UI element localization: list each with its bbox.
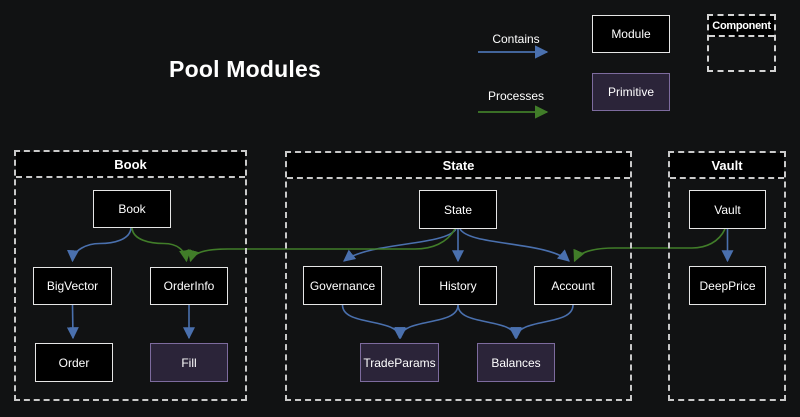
node-order: Order <box>35 343 113 382</box>
node-balances-label: Balances <box>491 355 541 370</box>
node-history-label: History <box>439 278 477 293</box>
page-title: Pool Modules <box>169 56 321 82</box>
container-book-title: Book <box>16 152 245 178</box>
container-state-title: State <box>287 153 630 179</box>
node-bigvector: BigVector <box>33 267 112 305</box>
node-orderinfo: OrderInfo <box>150 267 228 305</box>
legend-module-label: Module <box>611 27 651 41</box>
node-book-label: Book <box>118 202 146 216</box>
legend-contains-label: Contains <box>492 32 540 46</box>
node-governance-label: Governance <box>309 278 376 293</box>
node-history: History <box>419 266 497 305</box>
container-vault: Vault <box>668 151 786 401</box>
node-tradeparams: TradeParams <box>360 343 439 382</box>
node-account: Account <box>534 266 612 305</box>
legend-component-container: Component <box>707 14 776 72</box>
legend-component-label: Component <box>709 16 774 37</box>
node-fill: Fill <box>150 343 228 382</box>
container-book: Book <box>14 150 247 401</box>
node-vault-label: Vault <box>714 202 741 217</box>
node-state-label: State <box>443 202 473 217</box>
node-deepprice: DeepPrice <box>689 266 766 305</box>
legend-processes-label: Processes <box>487 89 545 103</box>
node-vault: Vault <box>689 190 766 229</box>
node-account-label: Account <box>551 278 595 293</box>
node-fill-label: Fill <box>181 355 197 370</box>
legend-primitive-label: Primitive <box>607 85 654 99</box>
node-balances: Balances <box>477 343 555 382</box>
node-orderinfo-label: OrderInfo <box>163 279 215 293</box>
node-tradeparams-label: TradeParams <box>363 355 436 370</box>
legend-module-node: Module <box>592 15 670 53</box>
node-state: State <box>419 190 497 229</box>
node-deepprice-label: DeepPrice <box>699 278 756 293</box>
container-vault-title: Vault <box>670 153 784 179</box>
node-book: Book <box>93 190 171 228</box>
container-state: State <box>285 151 632 401</box>
node-governance: Governance <box>303 266 382 305</box>
node-bigvector-label: BigVector <box>46 279 99 293</box>
legend-primitive-node: Primitive <box>592 73 670 111</box>
node-order-label: Order <box>58 355 90 370</box>
